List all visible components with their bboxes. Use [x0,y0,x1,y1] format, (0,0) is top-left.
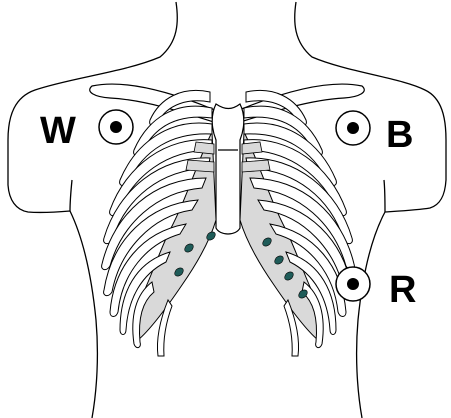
sternum [212,104,244,234]
electrode-r [336,267,370,301]
electrode-b [336,111,370,145]
electrode-w [99,110,133,144]
electrode-label-b: B [386,116,413,154]
electrode-label-w: W [40,112,76,150]
electrode-label-r: R [389,271,416,309]
